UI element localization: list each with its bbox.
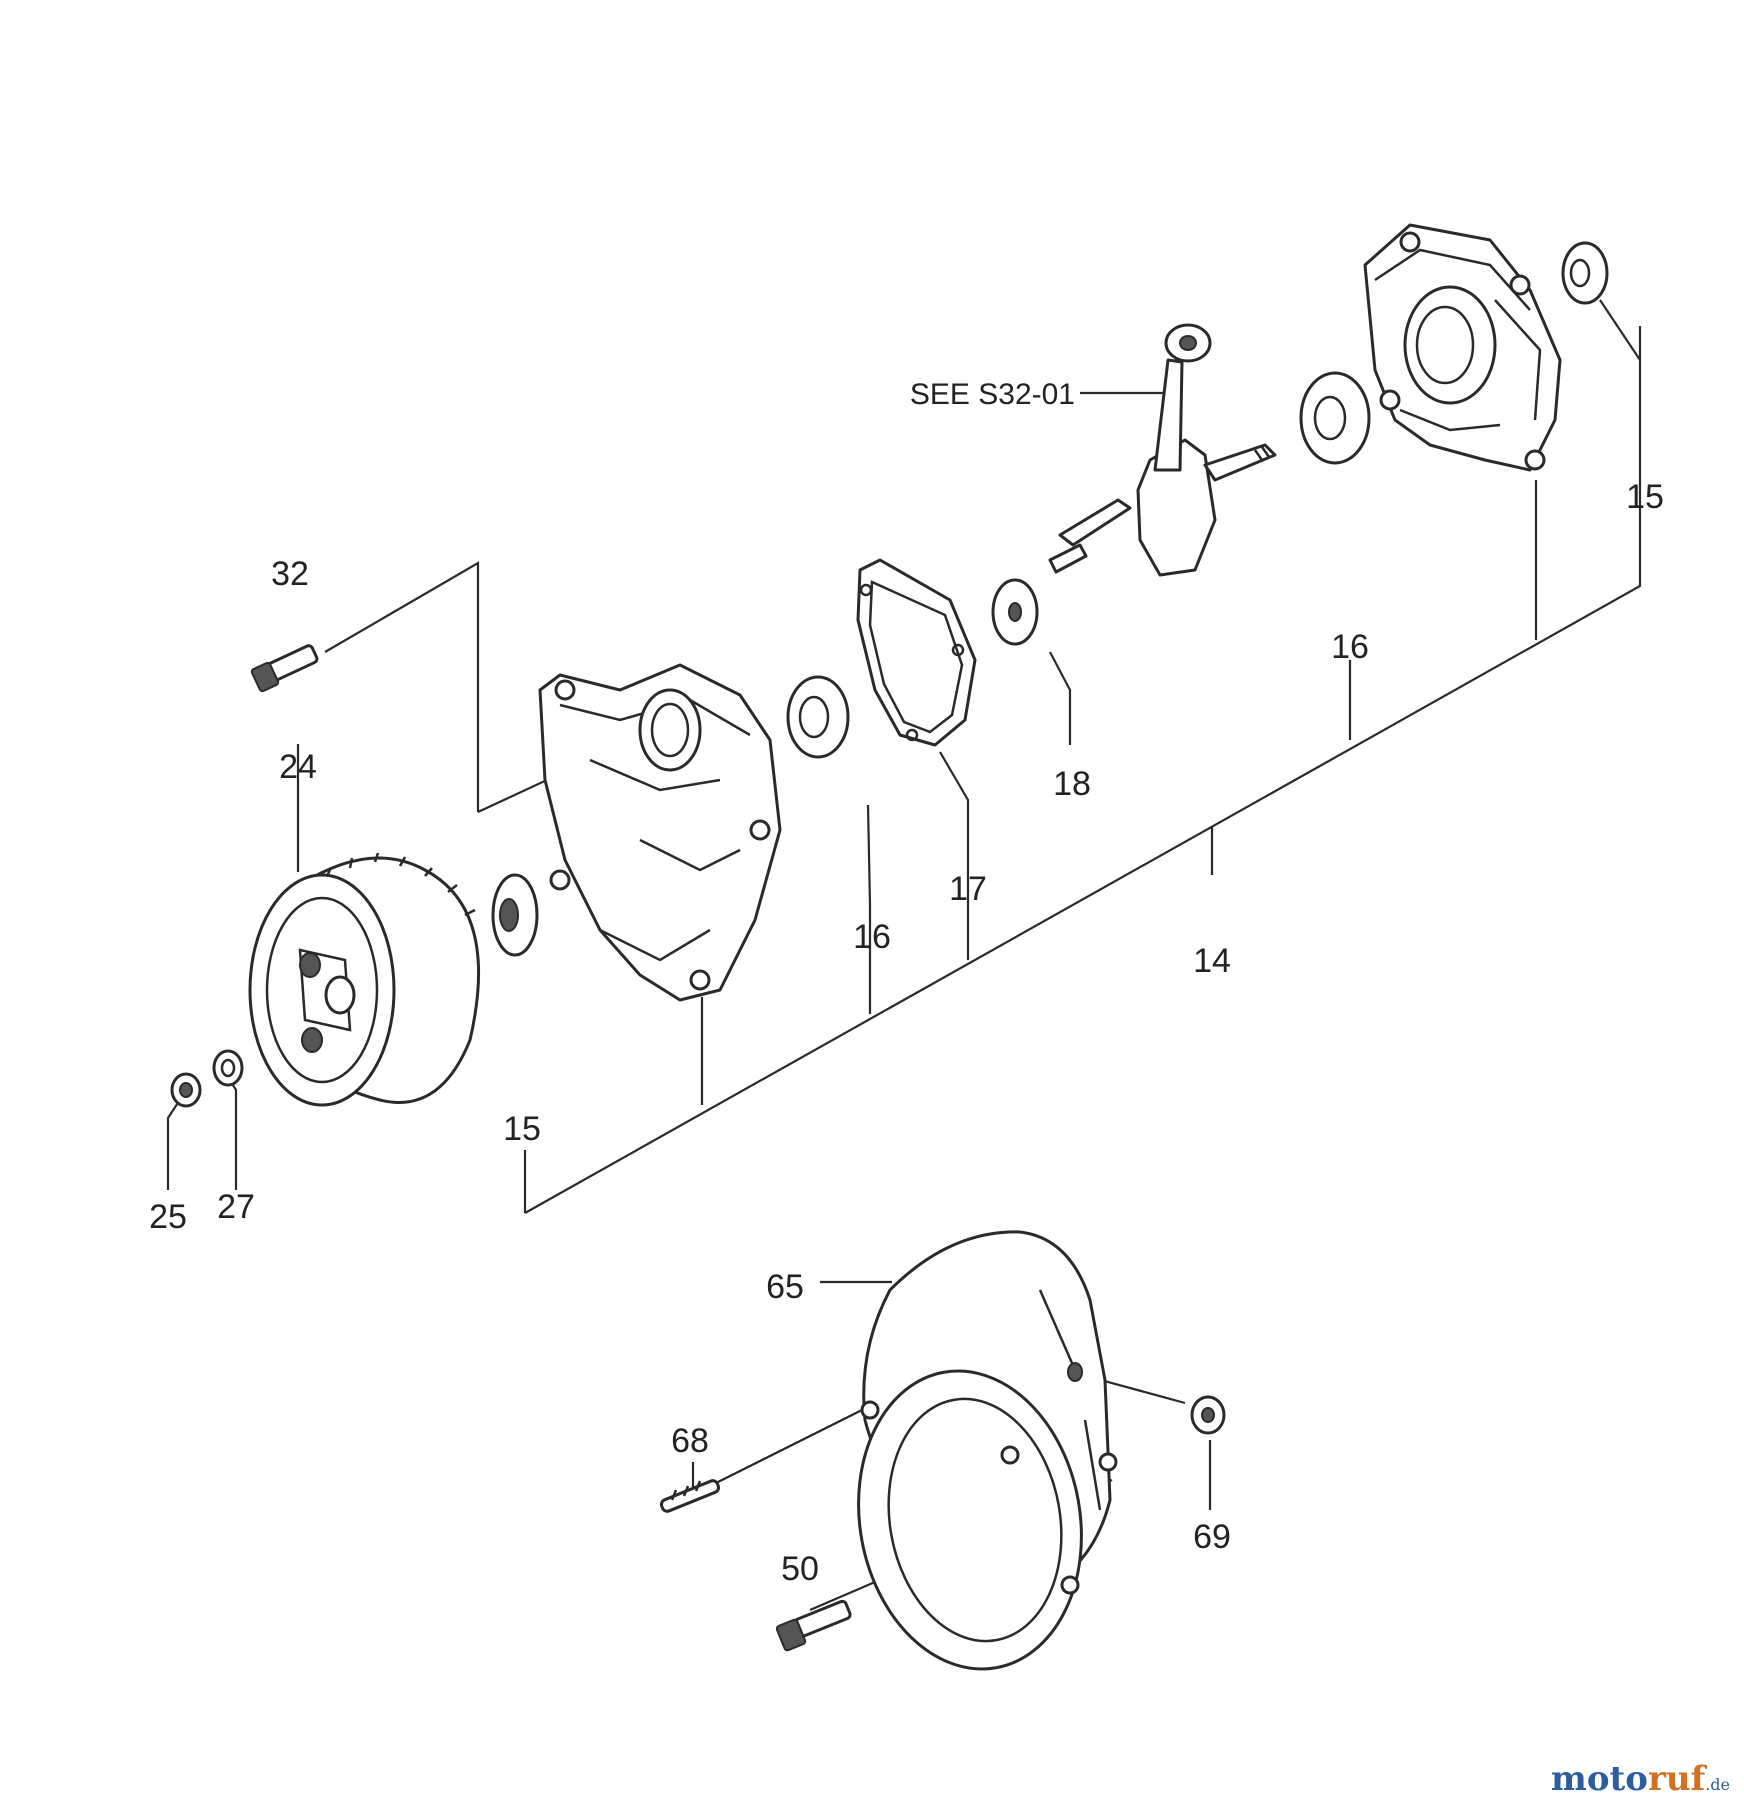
label-27: 27 bbox=[217, 1188, 255, 1226]
label-15-left: 15 bbox=[503, 1110, 541, 1148]
gasket bbox=[856, 558, 977, 747]
label-16-left: 16 bbox=[853, 918, 891, 956]
label-14: 14 bbox=[1193, 942, 1231, 980]
label-50: 50 bbox=[781, 1550, 819, 1588]
thrust-washer bbox=[991, 578, 1039, 646]
washer bbox=[212, 1049, 244, 1087]
label-15-right: 15 bbox=[1626, 478, 1664, 516]
watermark-name-a: moto bbox=[1551, 1759, 1648, 1799]
oil-seal-right bbox=[1561, 241, 1609, 305]
leader-16-left bbox=[866, 804, 872, 1014]
screw-50 bbox=[775, 1599, 852, 1652]
leader-18 bbox=[1049, 651, 1072, 745]
label-32: 32 bbox=[271, 555, 309, 593]
label-24: 24 bbox=[279, 748, 317, 786]
watermark-tld: .de bbox=[1705, 1775, 1730, 1794]
leader-27 bbox=[224, 1071, 238, 1190]
label-18: 18 bbox=[1053, 765, 1091, 803]
screw-32 bbox=[250, 644, 319, 693]
label-65: 65 bbox=[766, 1268, 804, 1306]
leader-32 bbox=[324, 561, 480, 812]
leader-15-right bbox=[1599, 299, 1641, 361]
label-69: 69 bbox=[1193, 1518, 1231, 1556]
bearing-right bbox=[1299, 371, 1371, 465]
leader-68-arrow bbox=[711, 1409, 863, 1486]
watermark-name-b: ruf bbox=[1648, 1759, 1708, 1799]
oil-seal-left bbox=[491, 873, 539, 957]
crankshaft bbox=[1048, 323, 1277, 577]
assembly-line-14 bbox=[524, 326, 1642, 1214]
flywheel bbox=[248, 852, 481, 1107]
label-25: 25 bbox=[149, 1198, 187, 1236]
fan-cover bbox=[857, 1230, 1118, 1671]
bearing-left bbox=[786, 675, 850, 759]
see-reference-label: SEE S32-01 bbox=[910, 378, 1075, 411]
nut bbox=[170, 1072, 202, 1108]
crankcase-left bbox=[538, 663, 782, 1002]
leader-17 bbox=[939, 751, 970, 960]
label-17: 17 bbox=[949, 870, 987, 908]
label-16-right: 16 bbox=[1331, 628, 1369, 666]
part-labels: 14 15 15 16 16 17 18 24 25 27 32 50 65 6… bbox=[149, 378, 1664, 1588]
cover-nut bbox=[1190, 1395, 1226, 1435]
stud-bolt bbox=[659, 1479, 721, 1513]
label-68: 68 bbox=[671, 1422, 709, 1460]
crankcase-right bbox=[1363, 223, 1562, 472]
watermark: motoruf.de bbox=[1551, 1759, 1730, 1799]
